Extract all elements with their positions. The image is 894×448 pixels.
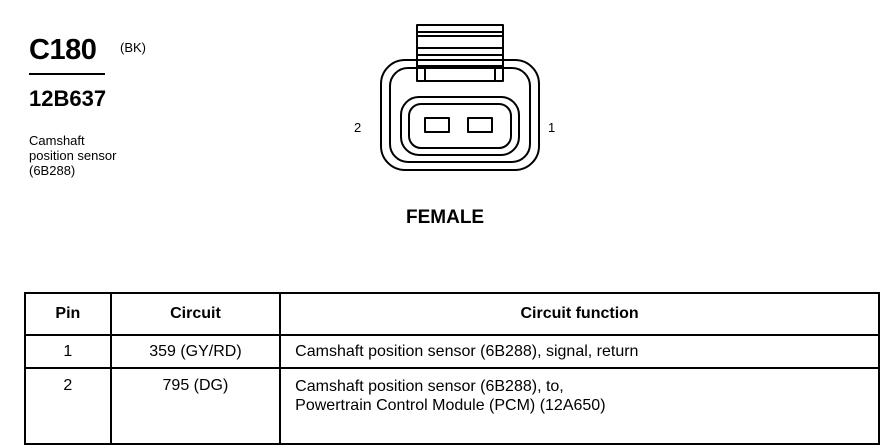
component-description: Camshaft position sensor (6B288) [29,133,189,178]
locking-tab [416,24,504,82]
connector-housing [380,59,540,171]
terminal-cavity [400,96,520,156]
table-row: 1 359 (GY/RD) Camshaft position sensor (… [24,334,880,369]
header-pin: Pin [24,292,112,336]
function-line: Camshaft position sensor (6B288), signal… [295,343,639,360]
connector-id-underline [29,73,105,75]
pin-label-right: 1 [548,120,556,135]
connector-face-diagram [380,24,540,171]
function-line: Camshaft position sensor (6B288), to, [295,378,564,395]
header-circuit-function: Circuit function [279,292,880,336]
pinout-table: Pin Circuit Circuit function 1 359 (GY/R… [24,292,880,445]
terminal-pin-1 [467,117,493,133]
part-number: 12B637 [29,86,107,111]
header-circuit: Circuit [109,292,282,336]
table-row: 2 795 (DG) Camshaft position sensor (6B2… [24,367,880,445]
component-description-line: position sensor [29,148,117,163]
connector-color-code: (BK) [120,40,146,55]
pin-label-left: 2 [354,120,362,135]
connector-gender: FEMALE [406,207,485,228]
pin-cell: 2 [24,367,112,445]
function-cell: Camshaft position sensor (6B288), to, Po… [279,367,880,445]
terminal-pin-2 [424,117,450,133]
function-cell: Camshaft position sensor (6B288), signal… [279,334,880,369]
component-description-line: (6B288) [29,163,76,178]
component-description-line: Camshaft [29,133,85,148]
circuit-cell: 359 (GY/RD) [109,334,282,369]
connector-id: C180 [29,34,97,66]
function-line: Powertrain Control Module (PCM) (12A650) [295,397,606,414]
circuit-cell: 795 (DG) [109,367,282,445]
pin-cell: 1 [24,334,112,369]
table-header-row: Pin Circuit Circuit function [24,292,880,336]
